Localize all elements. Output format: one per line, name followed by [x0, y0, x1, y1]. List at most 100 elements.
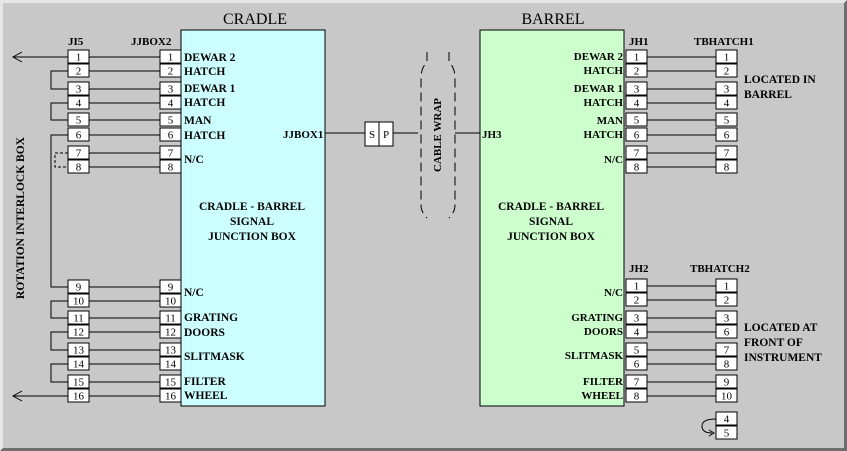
- tbhatch2-pin-7: 7: [724, 345, 730, 357]
- ji5-pin-16: 16: [73, 391, 85, 403]
- located-in-barrel-2: BARREL: [744, 89, 792, 101]
- left-wires: [89, 56, 160, 397]
- pin16-arrow-icon: [11, 390, 23, 402]
- jjbox2-pin-13: 13: [165, 345, 177, 357]
- tbhatch2-label: TBHATCH2: [690, 263, 750, 275]
- cradle-title: CRADLE: [223, 11, 287, 28]
- barrel-box-label-2: SIGNAL: [529, 216, 573, 228]
- tbhatch1-pin-8: 8: [724, 162, 730, 174]
- tbhatch2-pin-6: 6: [724, 327, 730, 339]
- jh2-pin-6: 6: [634, 359, 640, 371]
- ji5-pin-9: 9: [76, 282, 82, 294]
- jh2-pin-3: 3: [634, 313, 640, 325]
- jjbox2-pins: 1 2 3 4 5 6 7 8 9 10 11 12 13 14 15 16: [159, 49, 182, 403]
- ji5-pins: 1 2 3 4 5 6 7 8 9 10 11 12 13 14 15 16: [67, 49, 90, 403]
- jh3-label: JH3: [482, 129, 502, 141]
- wiring-diagram: CRADLE BARREL CRADLE - BARREL SIGNAL JUN…: [11, 11, 822, 440]
- located-front-2: FRONT OF: [744, 337, 803, 349]
- jh1-pin-7: 7: [634, 148, 640, 160]
- jjbox2-pin-16: 16: [165, 391, 177, 403]
- jh2-pin-8: 8: [634, 391, 640, 403]
- cradle-signal-man: MAN: [184, 115, 212, 127]
- cradle-signal-nc-b: N/C: [184, 287, 204, 299]
- barrel-signal-dewar1: DEWAR 1: [574, 83, 623, 95]
- cradle-signal-hatch-a: HATCH: [184, 66, 225, 78]
- barrel-signal-man: MAN: [597, 115, 623, 127]
- jjbox2-pin-2: 2: [168, 66, 174, 78]
- jjbox2-pin-11: 11: [165, 313, 176, 325]
- jh2-label: JH2: [629, 263, 649, 275]
- cradle-junction-box: [180, 29, 326, 407]
- barrel-signal-doors: DOORS: [584, 326, 623, 338]
- jjbox2-pin-8: 8: [168, 162, 174, 174]
- cradle-box-label-1: CRADLE - BARREL: [199, 201, 305, 213]
- jh2-pin-5: 5: [634, 345, 640, 357]
- p-plug: [378, 121, 394, 147]
- jh1-wires: [647, 56, 716, 168]
- jh1-pin-8: 8: [634, 162, 640, 174]
- barrel-signal-hatch-b: HATCH: [583, 97, 623, 109]
- jjbox2-pin-9: 9: [168, 282, 174, 294]
- ji5-pin-10: 10: [73, 296, 85, 308]
- tbhatch1-pin-1: 1: [724, 52, 730, 64]
- jjbox2-pin-10: 10: [165, 296, 177, 308]
- cradle-box-label-3: JUNCTION BOX: [208, 231, 297, 243]
- jjbox2-pin-3: 3: [168, 84, 174, 96]
- ji5-pin-1: 1: [76, 52, 82, 64]
- jjbox2-label: JJBOX2: [131, 36, 172, 48]
- ji5-label: JI5: [68, 36, 84, 48]
- cradle-signal-hatch-c: HATCH: [184, 130, 225, 142]
- cradle-signal-hatch-b: HATCH: [184, 97, 225, 109]
- tbhatch2-pins: 1 2 3 6 7 8 9 10: [715, 278, 738, 403]
- ji5-pin-2: 2: [76, 66, 82, 78]
- cradle-signal-dewar2: DEWAR 2: [184, 52, 236, 64]
- ji5-pin-7: 7: [76, 148, 82, 160]
- tbhatch1-pin-6: 6: [724, 130, 730, 142]
- rotation-interlock-box-label: ROTATION INTERLOCK BOX: [15, 136, 27, 299]
- cable-wrap-right-bracket: [448, 52, 456, 219]
- jh2-pin-2: 2: [634, 295, 640, 307]
- tbhatch1-label: TBHATCH1: [694, 36, 754, 48]
- loop-pin-4: 4: [724, 414, 730, 426]
- jjbox2-pin-6: 6: [168, 130, 174, 142]
- ji5-pin-4: 4: [76, 98, 82, 110]
- jh1-pin-6: 6: [634, 130, 640, 142]
- barrel-signal-filter: FILTER: [583, 376, 624, 388]
- loop-jumper: 4 5: [701, 411, 738, 440]
- located-front-1: LOCATED AT: [744, 322, 818, 334]
- ji5-pin-6: 6: [76, 130, 82, 142]
- jh1-pin-1: 1: [634, 52, 640, 64]
- tbhatch1-pin-2: 2: [724, 66, 730, 78]
- tbhatch2-pin-3: 3: [724, 313, 730, 325]
- left-jumpers: [50, 70, 68, 383]
- ji5-pin-14: 14: [73, 359, 85, 371]
- tbhatch2-pin-8: 8: [724, 359, 730, 371]
- cradle-signal-wheel: WHEEL: [184, 390, 228, 402]
- cradle-signal-filter: FILTER: [184, 376, 226, 388]
- cradle-signal-grating: GRATING: [184, 312, 238, 324]
- cradle-signal-nc-a: N/C: [184, 154, 204, 166]
- tbhatch1-pin-4: 4: [724, 98, 730, 110]
- barrel-signal-slitmask: SLITMASK: [565, 350, 624, 362]
- jjbox2-pin-14: 14: [165, 359, 177, 371]
- ji5-pin-3: 3: [76, 84, 82, 96]
- tbhatch2-pin-9: 9: [724, 377, 730, 389]
- jh1-pin-5: 5: [634, 115, 640, 127]
- jh2-pins: 1 2 3 4 5 6 7 8: [625, 278, 648, 403]
- cradle-signal-slitmask: SLITMASK: [184, 351, 245, 363]
- tbhatch1-pin-5: 5: [724, 115, 730, 127]
- barrel-signal-dewar2: DEWAR 2: [574, 51, 624, 63]
- jh1-pin-3: 3: [634, 84, 640, 96]
- p-plug-label: P: [383, 129, 389, 141]
- jh2-pin-7: 7: [634, 377, 640, 389]
- pin1-arrow-icon: [11, 51, 23, 63]
- ji5-pin-13: 13: [73, 345, 85, 357]
- jjbox2-pin-12: 12: [165, 327, 176, 339]
- barrel-signal-hatch-a: HATCH: [583, 65, 623, 77]
- jh2-wires: [647, 285, 716, 397]
- barrel-signal-grating: GRATING: [571, 312, 623, 324]
- tbhatch2-pin-1: 1: [724, 281, 730, 293]
- jh2-pin-1: 1: [634, 281, 640, 293]
- cable-wrap-label: CABLE WRAP: [432, 98, 444, 172]
